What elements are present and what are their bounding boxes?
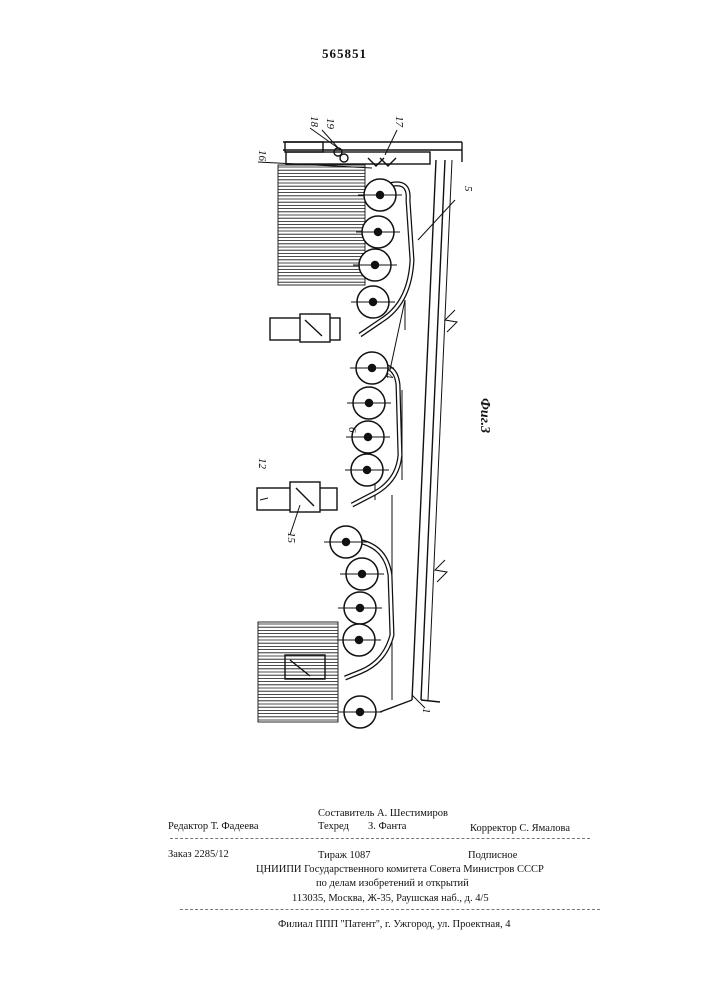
- techred-label: Техред: [318, 821, 349, 832]
- address: 113035, Москва, Ж-35, Раушская наб., д. …: [292, 893, 489, 904]
- separator: [170, 838, 590, 839]
- corrector: Корректор С. Ямалова: [470, 823, 570, 834]
- callout-19: 19: [324, 118, 336, 129]
- callout-4: 4: [383, 373, 395, 379]
- org-line-1: ЦНИИПИ Государственного комитета Совета …: [256, 864, 544, 875]
- callout-17: 17: [393, 116, 405, 127]
- callout-16: 16: [256, 150, 268, 161]
- callout-1: 1: [420, 708, 432, 714]
- compiler: Составитель А. Шестимиров: [318, 808, 448, 819]
- branch: Филиал ППП ''Патент'', г. Ужгород, ул. П…: [278, 919, 511, 930]
- separator: [180, 909, 600, 910]
- callout-6: 6: [346, 427, 358, 433]
- figure-caption: Фиг.3: [476, 398, 492, 433]
- org-line-2: по делам изобретений и открытий: [316, 878, 469, 889]
- callout-15: 15: [285, 532, 297, 543]
- subscription: Подписное: [468, 850, 517, 861]
- editor: Редактор Т. Фадеева: [168, 821, 258, 832]
- callout-12: 12: [256, 458, 268, 469]
- callout-18: 18: [308, 116, 320, 127]
- order: Заказ 2285/12: [168, 849, 229, 860]
- techred-name: З. Фанта: [368, 821, 406, 832]
- callout-5: 5: [462, 186, 474, 192]
- circulation: Тираж 1087: [318, 850, 371, 861]
